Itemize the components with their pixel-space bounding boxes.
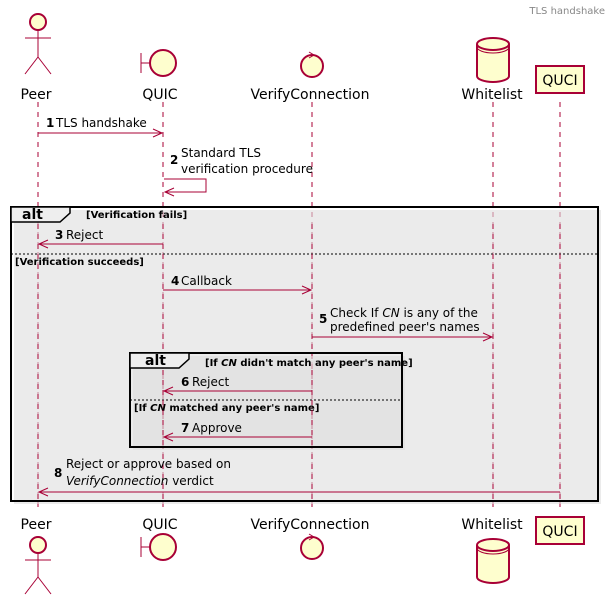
alt-label-inner: alt (145, 353, 166, 369)
whitelist-database-icon-bottom (476, 538, 510, 584)
svg-text:2: 2 (170, 153, 178, 167)
peer-actor-icon-bottom (24, 536, 52, 595)
peer-label-top: Peer (21, 87, 52, 103)
whitelist-database-icon (476, 37, 510, 83)
alt-frame-inner: alt [If CN didn't match any peer's name]… (129, 352, 413, 450)
verify-label-top: VerifyConnection (251, 87, 370, 103)
svg-text:Check If CN is any of the: Check If CN is any of the (330, 306, 478, 320)
quci-box-bottom (535, 516, 585, 545)
svg-text:predefined peer's names: predefined peer's names (330, 320, 480, 334)
svg-text:VerifyConnection verdict: VerifyConnection verdict (66, 474, 214, 488)
svg-text:4: 4 (171, 274, 179, 288)
quic-label-bottom: QUIC (142, 517, 177, 533)
quci-box-top (535, 65, 585, 94)
svg-text:Reject or approve based on: Reject or approve based on (66, 457, 231, 471)
message-6: 6 Reject (162, 375, 312, 396)
alt-cond-succeeds: [Verification succeeds] (15, 257, 144, 268)
peer-actor-icon (24, 13, 52, 75)
svg-text:3: 3 (55, 228, 63, 242)
quic-boundary-icon-bottom (140, 533, 177, 561)
message-3: 3 Reject (37, 228, 163, 249)
svg-text:Reject: Reject (66, 228, 103, 242)
quic-label-top: QUIC (142, 87, 177, 103)
quci-label-top: QUCI (542, 73, 577, 89)
peer-label-bottom: Peer (21, 517, 52, 533)
svg-text:Callback: Callback (181, 274, 232, 288)
alt-label-outer: alt (22, 207, 43, 223)
alt-cond-match: [If CN matched any peer's name] (134, 403, 319, 414)
diagram-title: TLS handshake (528, 6, 605, 17)
svg-text:TLS handshake: TLS handshake (55, 116, 147, 130)
svg-text:6: 6 (181, 375, 189, 389)
whitelist-label-bottom: Whitelist (461, 517, 523, 533)
svg-text:7: 7 (181, 421, 189, 435)
quic-boundary-icon (140, 49, 177, 77)
quci-label-bottom: QUCI (542, 524, 577, 540)
message-2: 2 Standard TLS verification procedure (163, 146, 313, 197)
message-8: 8 Reject or approve based on VerifyConne… (37, 457, 560, 497)
message-4: 4 Callback (163, 274, 313, 295)
message-7: 7 Approve (162, 421, 312, 442)
svg-text:5: 5 (319, 312, 327, 326)
svg-text:verification procedure: verification procedure (181, 162, 313, 176)
alt-cond-fails: [Verification fails] (86, 210, 187, 221)
svg-text:Approve: Approve (192, 421, 242, 435)
verify-control-icon-bottom (300, 533, 324, 560)
alt-cond-no-match: [If CN didn't match any peer's name] (205, 358, 413, 369)
message-1: 1 TLS handshake (38, 116, 164, 138)
svg-text:8: 8 (54, 466, 62, 480)
verify-label-bottom: VerifyConnection (251, 517, 370, 533)
verify-control-icon (300, 51, 324, 78)
whitelist-label-top: Whitelist (461, 87, 523, 103)
svg-text:Reject: Reject (192, 375, 229, 389)
message-5: 5 Check If CN is any of the predefined p… (312, 306, 494, 342)
svg-text:1: 1 (46, 116, 54, 130)
svg-text:Standard TLS: Standard TLS (181, 146, 261, 160)
